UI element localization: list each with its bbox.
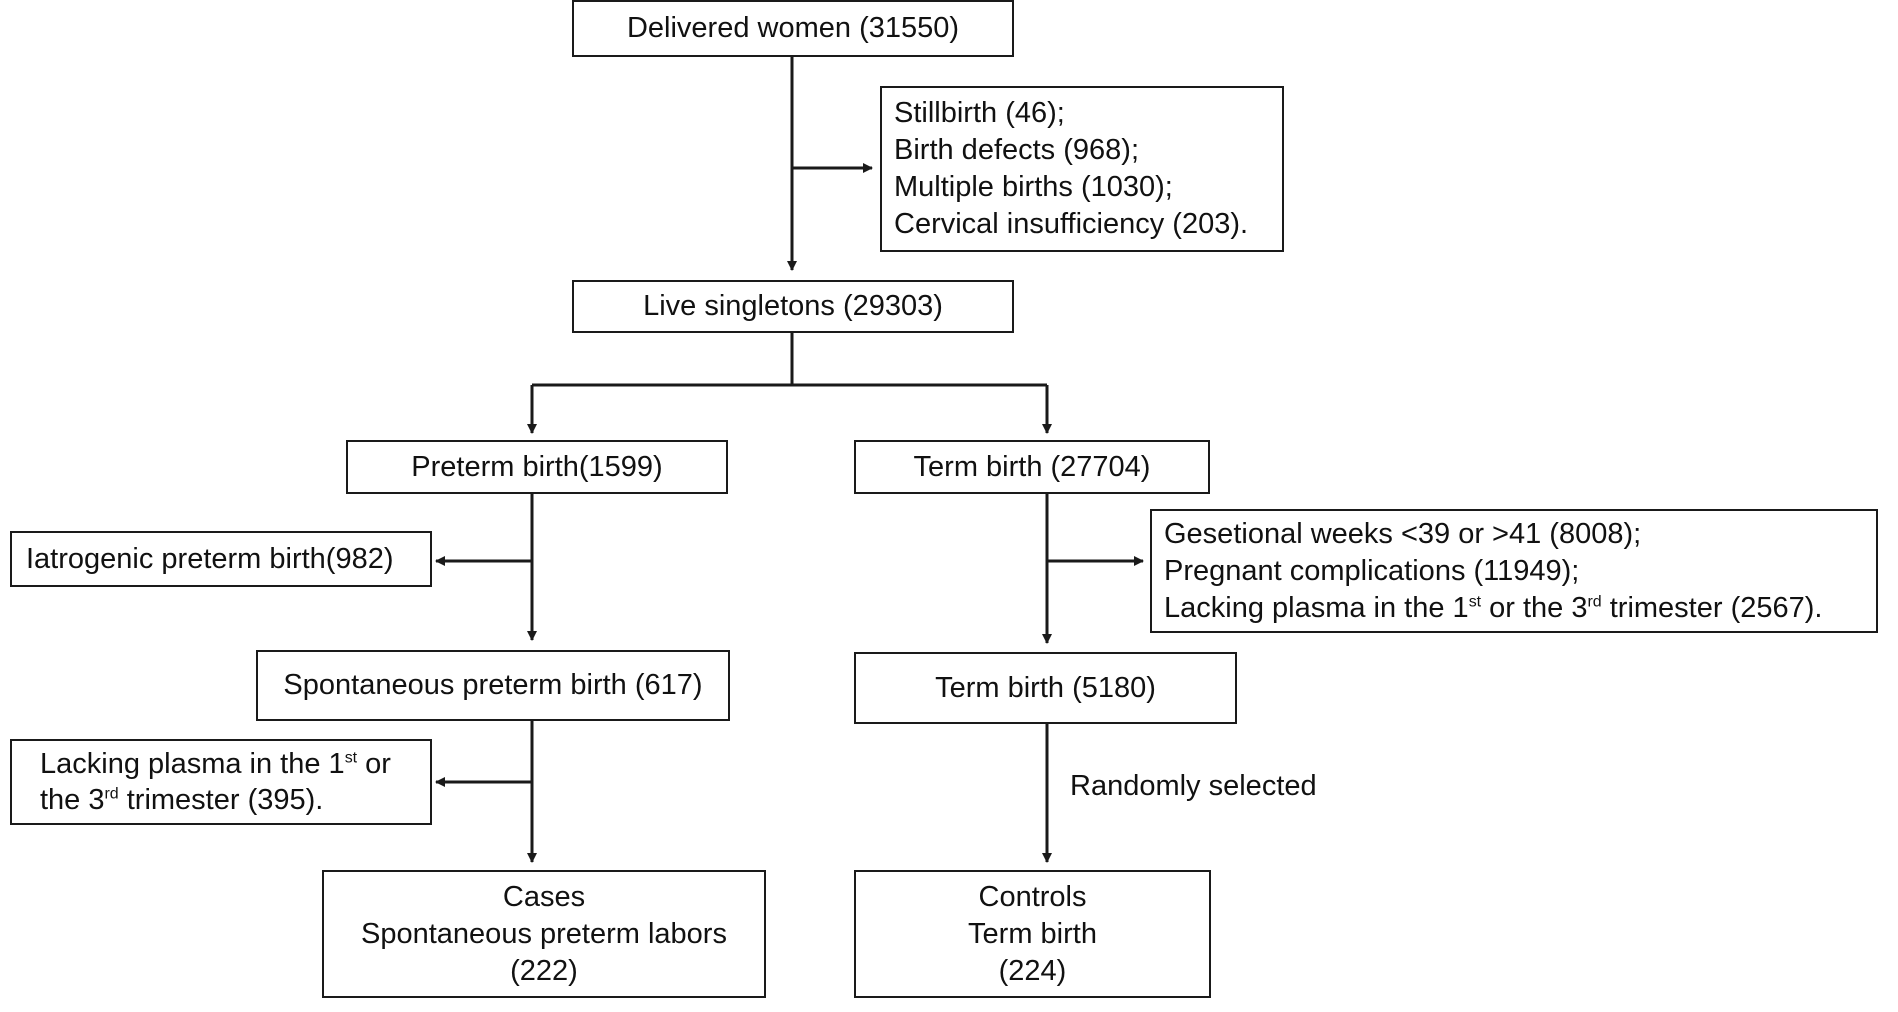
lacking-plasma-preterm-line1: Lacking plasma in the 1st or (40, 748, 391, 780)
pregnant-complications-text: Pregnant complications (11949); (1164, 554, 1580, 587)
delivered-women-box: Delivered women (31550) (572, 0, 1014, 57)
spontaneous-preterm-text: Spontaneous preterm birth (617) (283, 669, 703, 702)
multiple-births-text: Multiple births (1030); (894, 171, 1173, 203)
cases-count: (222) (510, 954, 578, 987)
exclusion-stage1-box: Stillbirth (46); Birth defects (968); Mu… (880, 86, 1284, 252)
iatrogenic-preterm-text: Iatrogenic preterm birth(982) (26, 542, 394, 575)
cases-box: Cases Spontaneous preterm labors (222) (322, 870, 766, 998)
birth-defects-text: Birth defects (968); (894, 134, 1139, 166)
live-singletons-text: Live singletons (29303) (643, 290, 943, 323)
cervical-insufficiency-text: Cervical insufficiency (203). (894, 208, 1249, 240)
delivered-women-text: Delivered women (31550) (626, 12, 960, 45)
term-birth-text: Term birth (27704) (913, 450, 1151, 483)
controls-title: Controls (978, 880, 1087, 913)
controls-description: Term birth (968, 917, 1097, 950)
lacking-plasma-preterm-line2: the 3rd trimester (395). (40, 784, 324, 816)
randomly-selected-label: Randomly selected (1070, 770, 1317, 802)
exclusion-term-box: Gesetional weeks <39 or >41 (8008); Preg… (1150, 509, 1878, 633)
term-birth-selected-text: Term birth (5180) (935, 671, 1156, 704)
lacking-plasma-term-text: Lacking plasma in the 1st or the 3rd tri… (1164, 591, 1823, 624)
stillbirth-text: Stillbirth (46); (894, 97, 1065, 129)
live-singletons-box: Live singletons (29303) (572, 280, 1014, 333)
controls-box: Controls Term birth (224) (854, 870, 1211, 998)
preterm-birth-text: Preterm birth(1599) (411, 450, 663, 483)
cases-description: Spontaneous preterm labors (361, 917, 727, 950)
term-birth-box: Term birth (27704) (854, 440, 1210, 494)
gestational-weeks-text: Gesetional weeks <39 or >41 (8008); (1164, 517, 1642, 550)
controls-count: (224) (998, 954, 1067, 987)
iatrogenic-preterm-box: Iatrogenic preterm birth(982) (10, 531, 432, 587)
spontaneous-preterm-box: Spontaneous preterm birth (617) (256, 650, 730, 721)
term-birth-selected-box: Term birth (5180) (854, 652, 1237, 724)
cases-title: Cases (502, 880, 586, 913)
lacking-plasma-preterm-box: Lacking plasma in the 1st or the 3rd tri… (10, 739, 432, 825)
preterm-birth-box: Preterm birth(1599) (346, 440, 728, 494)
